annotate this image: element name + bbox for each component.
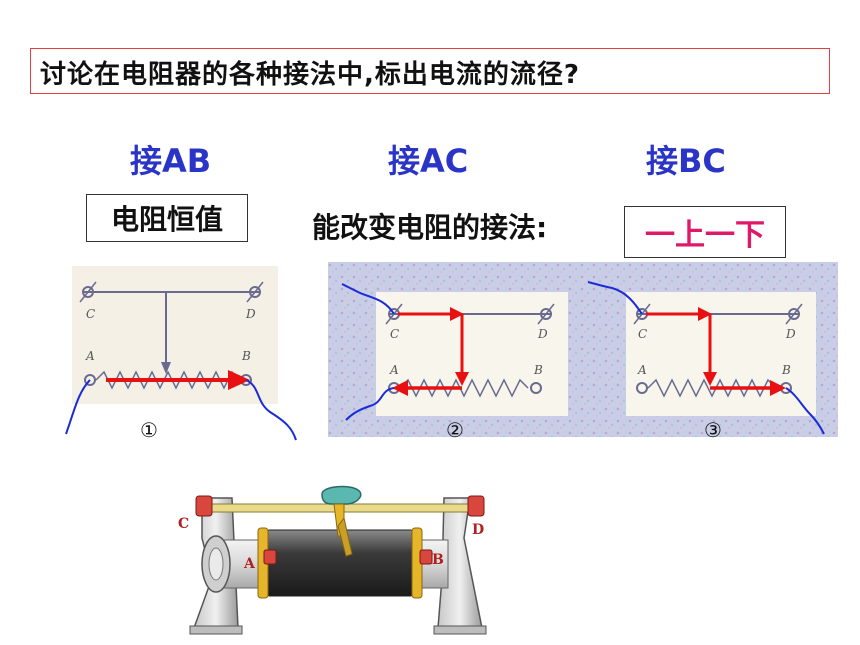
diagram-ab-coil (95, 370, 241, 390)
diagram-ac: C D A B (341, 283, 568, 421)
diagram-bc-label-c: C (638, 327, 647, 341)
rheostat-label-c: C (178, 516, 189, 532)
diagram-bc-coil (647, 378, 777, 398)
header-ac: 接AC (388, 142, 469, 180)
answer-box: 一上一下 (624, 206, 786, 258)
rheostat-right-foot (433, 625, 487, 635)
diagram-bc-label-a: A (637, 363, 647, 377)
rheostat-label-d: D (472, 522, 484, 538)
page-title: 讨论在电阻器的各种接法中,标出电流的流径? (40, 60, 580, 90)
answer-label: 一上一下 (645, 218, 765, 253)
diagram-ac-coil (399, 378, 529, 398)
diagram-ab-terminal-a (84, 374, 96, 386)
rheostat-label-a: A (243, 556, 256, 572)
diagram-bc-label-b: B (781, 363, 791, 377)
diagram-ac-terminal-d (540, 308, 552, 320)
diagram-ac-label-d: D (537, 327, 548, 341)
rheostat-coil (263, 529, 417, 597)
diagram-ab-terminal-c (82, 286, 94, 298)
rheostat-terminal-d (467, 495, 485, 517)
header-ab: 接AB (130, 142, 212, 180)
rheostat-illustration: C D A B (178, 485, 487, 635)
diagram-ab-panel (72, 266, 278, 404)
diagram-ab: C D A B (65, 266, 297, 441)
number-two: ② (446, 418, 464, 442)
diagram-ac-label-b: B (533, 363, 543, 377)
diagram-bc-terminal-a (636, 382, 648, 394)
diagram-ab-terminal-d (249, 286, 261, 298)
diagram-bc-terminal-d (788, 308, 800, 320)
header-bc: 接BC (646, 142, 726, 180)
diagram-ab-label-a: A (85, 349, 95, 363)
diagram-ab-label-d: D (245, 307, 256, 321)
diagram-ac-label-c: C (390, 327, 399, 341)
title-box (30, 48, 830, 94)
change-resistance-label: 能改变电阻的接法: (312, 211, 548, 244)
diagram-ab-label-b: B (241, 349, 251, 363)
rheostat-slider-knob (321, 485, 362, 505)
constant-resistance-box: 电阻恒值 (86, 194, 248, 242)
diagram-ab-arrowhead (228, 370, 250, 390)
diagram-ab-wire-left (65, 379, 91, 435)
diagram-ab-label-c: C (86, 307, 95, 321)
number-one: ① (140, 418, 158, 442)
diagram-bc-wire-b (785, 387, 825, 435)
rheostat-terminal-a (263, 549, 277, 565)
diagram-bc-label-d: D (785, 327, 796, 341)
number-three: ③ (704, 418, 722, 442)
diagram-bc: C D A B (587, 281, 825, 435)
diagram-ab-slider-tip (161, 362, 171, 374)
constant-resistance-label: 电阻恒值 (110, 203, 223, 236)
diagram-bc-wire-c (587, 281, 643, 315)
diagram-ac-wire-c (341, 283, 395, 315)
diagram-ac-wire-a (345, 387, 395, 421)
rheostat-slider-arm (337, 516, 353, 557)
diagram-bc-panel (626, 292, 816, 416)
diagram-ab-wire-right (245, 379, 297, 441)
rheostat-terminal-c (195, 495, 213, 517)
diagram-ac-label-a: A (389, 363, 399, 377)
rheostat-label-b: B (432, 552, 444, 568)
diagram-ac-panel (376, 292, 568, 416)
diagram-ac-terminal-b (530, 382, 542, 394)
rheostat-terminal-b (419, 549, 433, 565)
rheostat-left-foot (189, 625, 243, 635)
